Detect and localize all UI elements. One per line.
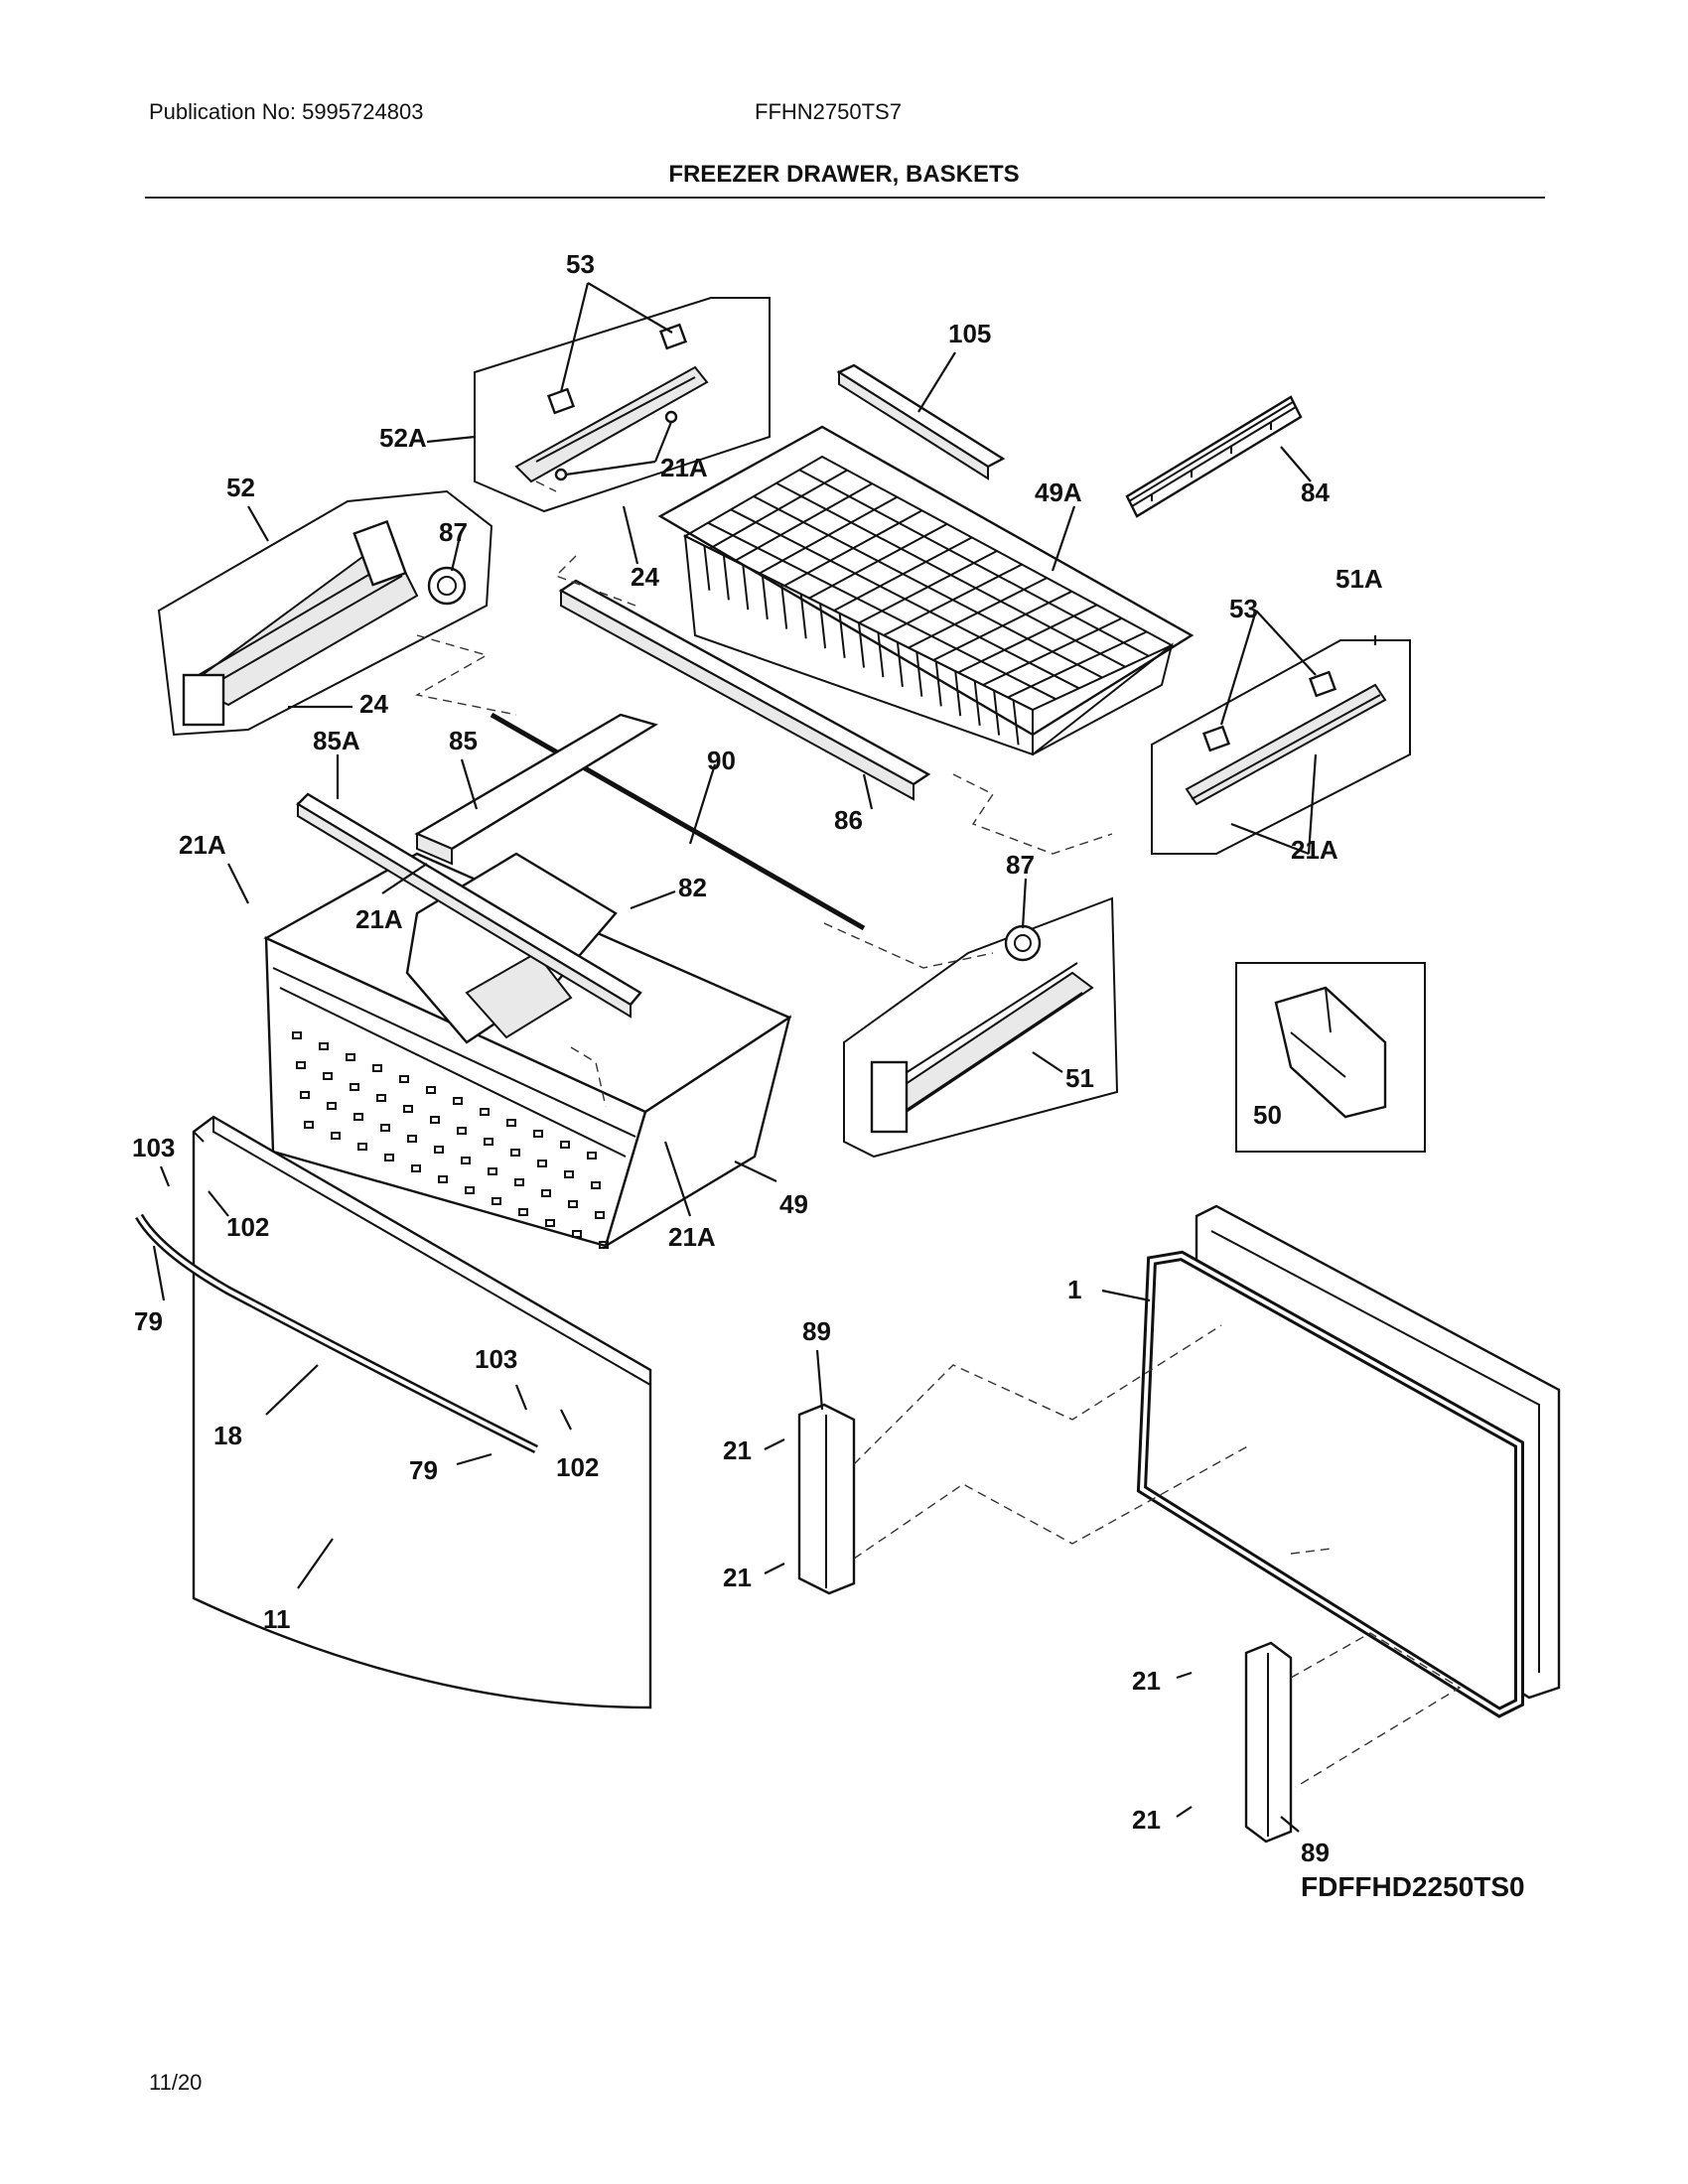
callout-1: 1: [1067, 1275, 1081, 1304]
callout-21A: 21A: [355, 904, 403, 934]
gasket-1: [1136, 1250, 1524, 1718]
freezer-bin-49: [263, 852, 792, 1249]
callout-102: 102: [556, 1452, 599, 1482]
callout-90: 90: [707, 746, 736, 775]
callout-82: 82: [678, 873, 707, 902]
callout-49A: 49A: [1035, 478, 1082, 507]
divider-85A: [296, 792, 642, 1019]
callout-21: 21: [723, 1563, 752, 1592]
callout-21A: 21A: [668, 1222, 716, 1252]
callout-102: 102: [226, 1212, 269, 1242]
front-bar-86: [558, 579, 931, 801]
bracket-89-right: [1244, 1641, 1293, 1843]
callout-21A: 21A: [660, 453, 708, 482]
callout-24: 24: [359, 689, 388, 719]
callout-79: 79: [409, 1455, 438, 1485]
callout-24: 24: [631, 562, 659, 592]
divider-84: [1125, 395, 1303, 518]
page-title: FREEZER DRAWER, BASKETS: [668, 161, 1020, 188]
callout-labels: 53 52A 21A 105 49A 84 52 87 24 24 53 51A…: [132, 249, 1383, 1867]
wire-basket-49A: [657, 425, 1195, 756]
leader-lines: [152, 282, 1377, 1833]
diagram-code: FDFFHD2250TS0: [1301, 1871, 1525, 1902]
divider-85: [414, 713, 658, 866]
rod-90: [490, 712, 866, 931]
callout-50: 50: [1253, 1100, 1282, 1130]
callout-53: 53: [1229, 594, 1258, 623]
rail-52A-group: [474, 297, 771, 513]
bar-105: [836, 363, 1006, 480]
publication-number: Publication No: 5995724803: [149, 99, 424, 124]
bracket-89-left: [797, 1403, 856, 1595]
callout-86: 86: [834, 805, 863, 835]
assembly-lines: [415, 480, 1462, 1788]
callout-87: 87: [1006, 850, 1035, 880]
callout-89: 89: [802, 1316, 831, 1346]
callout-52A: 52A: [379, 423, 427, 453]
rail-51A-group: [1151, 639, 1411, 855]
callout-21: 21: [1132, 1666, 1161, 1696]
callout-85A: 85A: [313, 726, 360, 755]
callout-53: 53: [566, 249, 595, 279]
rail-51-group: [843, 896, 1119, 1159]
callout-85: 85: [449, 726, 478, 755]
bracket-50-group: [1235, 962, 1426, 1153]
model-number: FFHN2750TS7: [755, 99, 902, 124]
callout-84: 84: [1301, 478, 1330, 507]
callout-51A: 51A: [1336, 564, 1383, 594]
callout-11: 11: [263, 1604, 291, 1634]
callout-21: 21: [1132, 1805, 1161, 1835]
callout-89: 89: [1301, 1838, 1330, 1867]
door-panel-11: [192, 1115, 652, 1709]
callout-103: 103: [475, 1344, 517, 1374]
callout-52: 52: [226, 473, 255, 502]
callout-103: 103: [132, 1133, 175, 1162]
callout-21: 21: [723, 1435, 752, 1465]
callout-87: 87: [439, 517, 468, 547]
rail-52-group: [157, 489, 493, 737]
door-handle-18: [135, 1213, 539, 1454]
callout-79: 79: [134, 1306, 163, 1336]
page-number: 11/20: [149, 2070, 203, 2095]
callout-18: 18: [213, 1421, 242, 1450]
title-rule: [145, 197, 1545, 199]
callout-51: 51: [1065, 1063, 1094, 1093]
callout-21A: 21A: [179, 830, 226, 860]
callout-105: 105: [948, 319, 991, 348]
callout-49: 49: [779, 1189, 808, 1219]
callout-21A: 21A: [1291, 835, 1338, 865]
